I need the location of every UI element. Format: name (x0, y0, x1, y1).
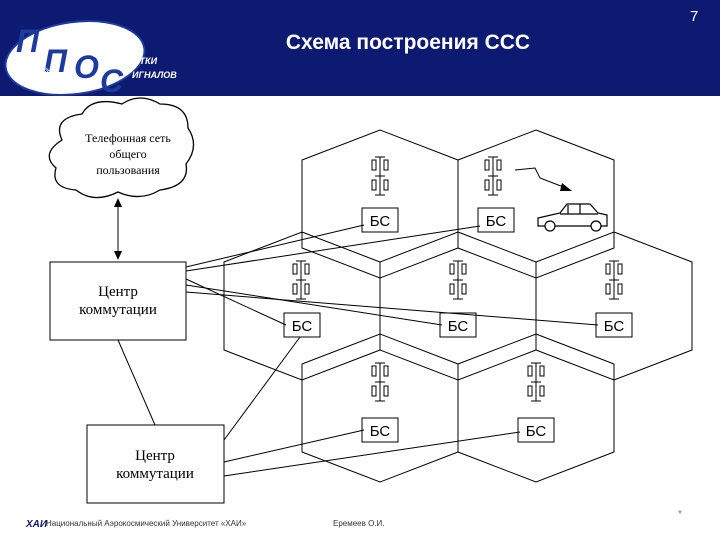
antenna-icon (292, 260, 310, 300)
svg-text:БС: БС (486, 213, 507, 230)
base-station-4: БС (439, 312, 477, 338)
antenna-icon (527, 362, 545, 402)
base-station-1: БС (361, 207, 399, 233)
base-station-7: БС (517, 417, 555, 443)
connection-lines (117, 224, 599, 477)
center-2-line-2: коммутации (116, 466, 194, 482)
base-station-6: БС (361, 417, 399, 443)
logo-word-4: ИГНАЛОВ (132, 70, 177, 80)
center-1-line-2: коммутации (79, 302, 157, 318)
cell-grid (223, 129, 693, 483)
cell-bottom-left (301, 333, 459, 483)
footer-logo: ХАИ (26, 519, 48, 530)
slide-number: 7 (690, 8, 699, 25)
antenna-icon (371, 362, 389, 402)
radio-link-arrow (514, 167, 572, 191)
cloud-link-arrow (114, 198, 122, 260)
svg-text:БС: БС (526, 423, 547, 440)
svg-text:БС: БС (292, 318, 313, 335)
center-2-line-1: Центр (135, 448, 175, 464)
pstn-cloud: Телефонная сеть общего пользования (48, 97, 195, 199)
cell-middle-right (535, 231, 693, 381)
logo-word-2: ЕРЕДАЧИ (76, 47, 120, 57)
logo-letter-o: О (74, 49, 99, 85)
logo-letter-p1: П (16, 23, 40, 59)
svg-text:БС: БС (370, 423, 391, 440)
cell-top-left (301, 129, 459, 279)
antenna-icon (484, 156, 502, 196)
logo-word-1: РИЕМА (48, 28, 80, 38)
footer-author: Еремеев О.И. (333, 519, 385, 528)
cloud-label-line-2: общего (109, 147, 146, 161)
center-1-line-1: Центр (98, 284, 138, 300)
switching-center-2: Центр коммутации (86, 424, 225, 504)
cloud-label-line-3: пользования (96, 163, 160, 177)
logo-word-3: БРАБОТКИ (108, 56, 158, 66)
antenna-icon (605, 260, 623, 300)
base-station-2: БС (477, 207, 515, 233)
footer-university: Национальный Аэрокосмический Университет… (46, 519, 247, 528)
slide-title: Схема построения ССС (285, 31, 531, 54)
car-icon (537, 203, 608, 232)
logo-letter-p2: П (44, 43, 68, 79)
antenna-icon (371, 156, 389, 196)
svg-text:БС: БС (370, 213, 391, 230)
logo-letter-s: С (100, 63, 124, 99)
svg-text:БС: БС (448, 318, 469, 335)
switching-center-1: Центр коммутации (49, 261, 187, 341)
cloud-label-line-1: Телефонная сеть (85, 131, 171, 145)
svg-text:БС: БС (604, 318, 625, 335)
base-station-5: БС (595, 312, 633, 338)
antenna-icon (449, 260, 467, 300)
footer-mark: * (678, 509, 682, 520)
cell-bottom-right (457, 333, 615, 483)
department-logo: П П О С РИЕМА ЕРЕДАЧИ БРАБОТКИ ИГНАЛОВ К… (4, 20, 177, 99)
base-station-3: БС (283, 312, 321, 338)
cell-middle-center (379, 231, 537, 381)
